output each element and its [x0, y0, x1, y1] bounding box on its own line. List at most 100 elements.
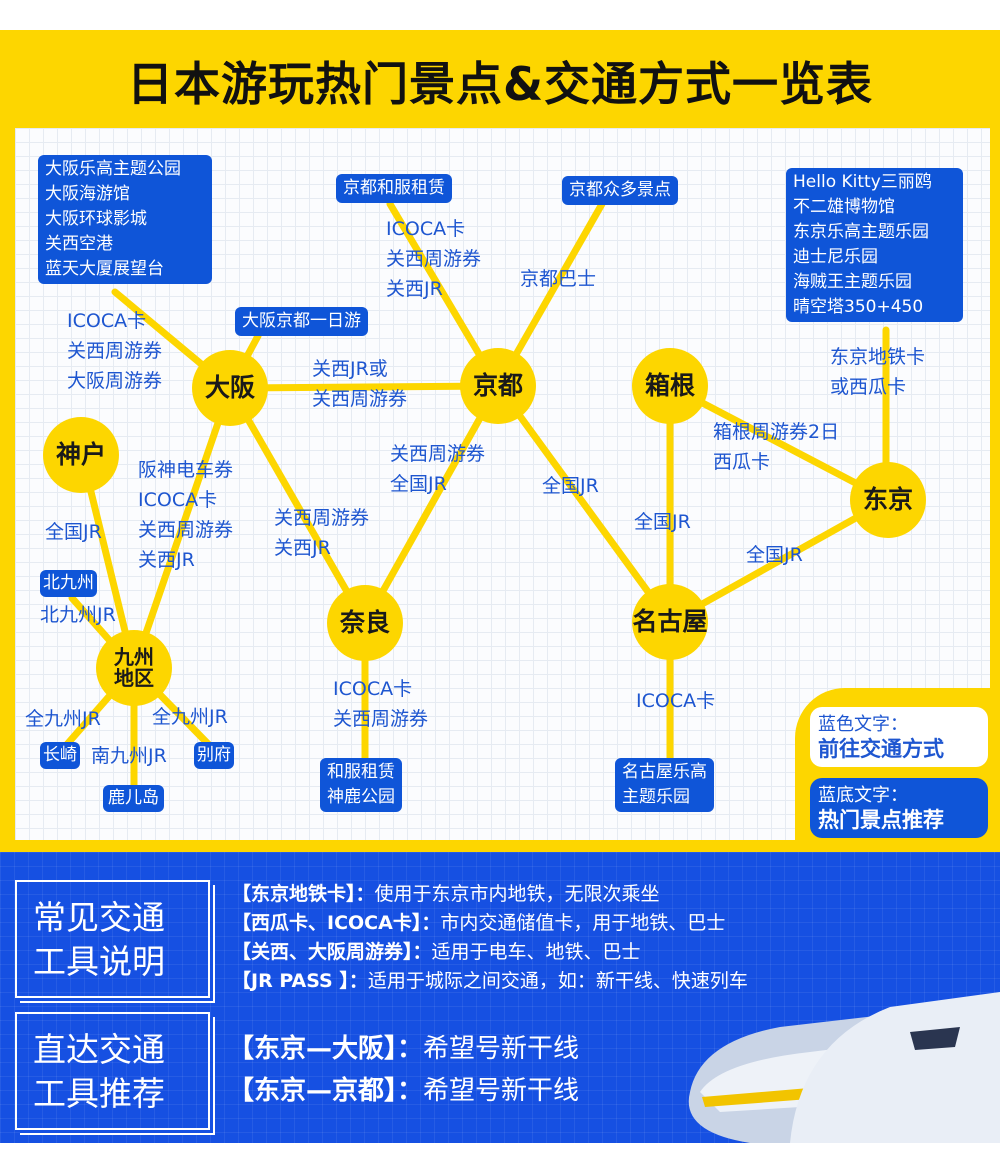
route-kyoto-nara: 关西周游券全国JR — [390, 439, 485, 499]
text: ICOCA卡 — [333, 678, 413, 700]
line-osaka-kyushu — [130, 384, 234, 672]
spot: 和服租赁 — [327, 762, 395, 782]
spot: 大阪乐高主题公园 — [45, 159, 181, 179]
text: 【JR PASS 】： — [232, 970, 368, 992]
legend-label: 蓝底文字： — [818, 785, 908, 806]
text: ICOCA卡 — [138, 489, 218, 511]
spot: 海贼王主题乐园 — [793, 272, 912, 292]
route-tokyo-nagoya: 全国JR — [746, 544, 803, 566]
direct-transport-list: 【东京—大阪】：希望号新干线 【东京—京都】：希望号新干线 — [228, 1028, 579, 1112]
route-osaka-spots: ICOCA卡关西周游券大阪周游券 — [67, 306, 162, 396]
legend-blue-text: 蓝色文字： 前往交通方式 — [810, 707, 988, 767]
direct-transport-heading: 直达交通 工具推荐 — [15, 1012, 210, 1130]
text: 使用于东京市内地铁，无限次乘坐 — [374, 883, 660, 905]
text: 希望号新干线 — [423, 1034, 580, 1064]
route-kagoshima: 南九州JR — [91, 745, 167, 767]
text: 西瓜卡 — [713, 451, 771, 473]
spot: 大阪海游馆 — [45, 184, 130, 204]
node-osaka: 大阪 — [192, 350, 268, 426]
text: 关西周游券 — [138, 519, 234, 541]
spot: 神鹿公园 — [327, 787, 395, 807]
text: 适用于城际之间交通，如：新干线、快速列车 — [367, 970, 748, 992]
heading-line: 常见交通 — [33, 898, 165, 937]
spot: 不二雄博物馆 — [793, 197, 895, 217]
spot: Hello Kitty三丽鸥 — [793, 172, 932, 192]
spot-beppu: 别府 — [194, 742, 234, 769]
route-nagasaki: 全九州JR — [25, 708, 101, 730]
shinkansen-train-image — [688, 992, 1000, 1143]
node-kyushu: 九州地区 — [96, 630, 172, 706]
text: 关西JR或 — [312, 358, 388, 380]
route-tokyo-spots: 东京地铁卡或西瓜卡 — [830, 342, 925, 402]
spot: 关西空港 — [45, 234, 113, 254]
list-item: 【JR PASS 】：适用于城际之间交通，如：新干线、快速列车 — [232, 967, 748, 996]
route-hakone-tokyo: 箱根周游券2日西瓜卡 — [713, 417, 839, 477]
text: 关西周游券 — [274, 507, 370, 529]
text: 市内交通储值卡，用于地铁、巴士 — [440, 912, 726, 934]
text: 关西周游券 — [312, 388, 408, 410]
text: 【东京—大阪】： — [228, 1034, 424, 1064]
line-tokyo-nagoya — [666, 496, 892, 626]
spot: 名古屋乐高 — [622, 762, 707, 782]
text: 关西JR — [386, 278, 443, 300]
page-title: 日本游玩热门景点&交通方式一览表 — [126, 57, 874, 111]
spot-kyoto-many: 京都众多景点 — [562, 176, 678, 205]
route-lines — [58, 200, 892, 794]
node-nara: 奈良 — [327, 585, 403, 661]
route-kyoto-kimono: ICOCA卡关西周游券关西JR — [386, 214, 481, 304]
text: ICOCA卡 — [67, 310, 147, 332]
text: 箱根周游券2日 — [713, 421, 840, 443]
text: 【西瓜卡、ICOCA卡】： — [232, 912, 441, 934]
spot-osaka-kyoto-day: 大阪京都一日游 — [235, 307, 368, 336]
line-kyoto-nara — [361, 382, 502, 627]
list-item: 【东京地铁卡】：使用于东京市内地铁，无限次乘坐 — [232, 880, 748, 909]
spot-nagasaki: 长崎 — [40, 742, 80, 769]
route-osaka-kyoto: 关西JR或关西周游券 — [312, 354, 407, 414]
route-kyoto-many: 京都巴士 — [520, 268, 597, 290]
spot: 大阪环球影城 — [45, 209, 147, 229]
text: 关西周游券 — [67, 340, 163, 362]
spots-nagoya: 名古屋乐高 主题乐园 — [615, 758, 714, 812]
node-tokyo: 东京 — [850, 462, 926, 538]
text: 或西瓜卡 — [830, 376, 907, 398]
text: 全国JR — [390, 473, 447, 495]
legend-blue-bg: 蓝底文字： 热门景点推荐 — [810, 778, 988, 838]
node-nagoya: 名古屋 — [632, 584, 708, 660]
route-kobe-kyushu: 全国JR — [45, 521, 102, 543]
node-kyoto: 京都 — [460, 348, 536, 424]
line-hakone-tokyo — [666, 382, 892, 504]
spot: 主题乐园 — [622, 787, 690, 807]
route-kyoto-nagoya: 全国JR — [542, 475, 599, 497]
line-osaka-nara — [226, 384, 369, 627]
list-item: 【西瓜卡、ICOCA卡】：市内交通储值卡，用于地铁、巴士 — [232, 909, 748, 938]
spot: 东京乐高主题乐园 — [793, 222, 929, 242]
text: 关西周游券 — [386, 248, 482, 270]
text: 关西周游券 — [390, 443, 486, 465]
spot-kitakyushu: 北九州 — [40, 570, 97, 597]
spots-osaka: 大阪乐高主题公园 大阪海游馆 大阪环球影城 关西空港 蓝天大厦展望台 — [38, 155, 212, 284]
route-hakone-nagoya: 全国JR — [634, 511, 691, 533]
text: 【东京—京都】： — [228, 1076, 424, 1106]
text: 关西周游券 — [333, 708, 429, 730]
common-transport-heading: 常见交通 工具说明 — [15, 880, 210, 998]
line-kyoto-nagoya — [494, 382, 674, 626]
list-item: 【东京—大阪】：希望号新干线 — [228, 1028, 579, 1070]
spots-tokyo: Hello Kitty三丽鸥 不二雄博物馆 东京乐高主题乐园 迪士尼乐园 海贼王… — [786, 168, 963, 322]
heading-line: 直达交通 — [33, 1030, 165, 1069]
legend-meaning: 前往交通方式 — [818, 737, 944, 761]
route-kitakyushu: 北九州JR — [40, 604, 116, 626]
route-nara-spots: ICOCA卡关西周游券 — [333, 674, 428, 734]
heading-line: 工具说明 — [33, 942, 165, 981]
spot-kyoto-kimono: 京都和服租赁 — [336, 174, 452, 203]
text: 东京地铁卡 — [830, 346, 926, 368]
route-osaka-nara: 关西周游券关西JR — [274, 503, 369, 563]
spot: 迪士尼乐园 — [793, 247, 878, 267]
common-transport-list: 【东京地铁卡】：使用于东京市内地铁，无限次乘坐 【西瓜卡、ICOCA卡】：市内交… — [232, 880, 748, 996]
route-beppu: 全九州JR — [152, 706, 228, 728]
spots-nara: 和服租赁 神鹿公园 — [320, 758, 402, 812]
text: 【东京地铁卡】： — [232, 883, 375, 905]
text: 阪神电车券 — [138, 459, 234, 481]
text: 关西JR — [274, 537, 331, 559]
text: 希望号新干线 — [423, 1076, 580, 1106]
